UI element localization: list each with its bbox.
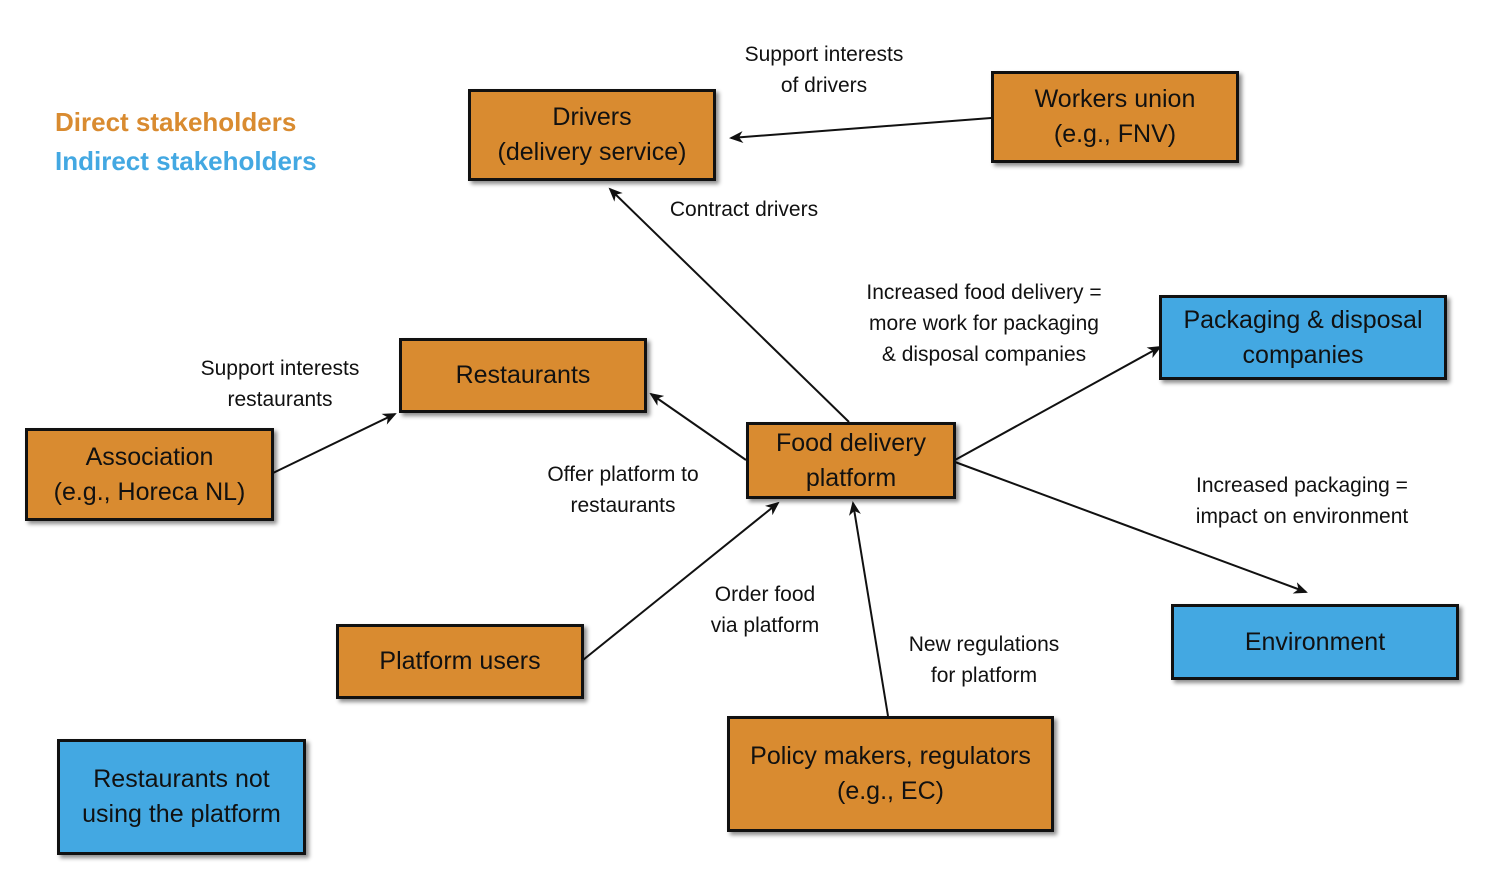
node-drivers: Drivers (delivery service) xyxy=(468,89,716,181)
edge-label-line: for platform xyxy=(930,664,1038,687)
node-environment: Environment xyxy=(1171,604,1459,680)
edge-label-line: & disposal companies xyxy=(881,343,1087,366)
edge-label-line: Offer platform to xyxy=(547,463,699,486)
edge-label-line: via platform xyxy=(710,614,820,637)
node-packaging-disposal: Packaging & disposal companies xyxy=(1159,295,1447,380)
edge-label-line: Contract drivers xyxy=(669,198,819,221)
edge-label-line: restaurants xyxy=(227,388,333,411)
node-restaurants-not-using: Restaurants not using the platform xyxy=(57,739,306,855)
node-packaging-line: Packaging & disposal xyxy=(1183,305,1423,334)
node-policy-makers: Policy makers, regulators (e.g., EC) xyxy=(727,716,1054,832)
edge-label-platform-to-environment: Increased packaging = impact on environm… xyxy=(1196,470,1408,532)
edge-label-policy-to-platform: New regulations for platform xyxy=(909,629,1060,691)
edge-label-line: Support interests xyxy=(200,357,360,380)
arrow-association-to-restaurants xyxy=(272,413,397,474)
edge-label-platform-to-packaging: Increased food delivery = more work for … xyxy=(866,277,1101,370)
node-packaging-line: companies xyxy=(1242,340,1364,369)
edge-label-line: Support interests xyxy=(744,43,904,66)
edge-label-line: more work for packaging xyxy=(869,312,1099,335)
node-association-line: (e.g., Horeca NL) xyxy=(53,477,246,506)
edge-label-line: New regulations xyxy=(908,633,1060,656)
arrow-union-to-drivers xyxy=(729,117,992,144)
edge-label-union-to-drivers: Support interests of drivers xyxy=(745,39,904,101)
edge-label-line: of drivers xyxy=(780,74,868,97)
legend-direct: Direct stakeholders xyxy=(55,107,297,137)
arrow-platform-to-packaging xyxy=(954,346,1162,461)
edge-label-line: restaurants xyxy=(570,494,676,517)
node-workers-union: Workers union (e.g., FNV) xyxy=(991,71,1239,163)
node-platform-line: platform xyxy=(805,463,897,492)
edge-label-contract-drivers: Contract drivers xyxy=(670,194,818,225)
node-drivers-line: (delivery service) xyxy=(497,138,687,166)
node-environment-line: Environment xyxy=(1244,627,1386,656)
node-association-line: Association xyxy=(85,442,214,471)
node-policy-makers-line: (e.g., EC) xyxy=(837,777,944,805)
arrow-platform-to-environment xyxy=(954,461,1308,594)
node-workers-union-line: (e.g., FNV) xyxy=(1053,120,1177,148)
arrow-platform-to-drivers xyxy=(608,187,850,423)
edge-label-platform-to-restaurants: Offer platform to restaurants xyxy=(547,459,698,521)
edge-label-association-to-restaurants: Support interests restaurants xyxy=(201,353,360,415)
node-restaurants: Restaurants xyxy=(399,338,647,413)
node-restaurants-not-line: using the platform xyxy=(82,800,281,828)
node-platform-users: Platform users xyxy=(336,624,584,699)
node-workers-union-line: Workers union xyxy=(1034,85,1196,113)
legend-indirect: Indirect stakeholders xyxy=(55,146,317,176)
node-drivers-line: Drivers xyxy=(552,103,632,131)
node-association: Association (e.g., Horeca NL) xyxy=(25,428,274,521)
node-restaurants-line: Restaurants xyxy=(455,361,591,389)
edge-label-users-to-platform: Order food via platform xyxy=(711,579,820,641)
node-food-delivery-platform: Food delivery platform xyxy=(746,422,956,499)
node-platform-users-line: Platform users xyxy=(379,647,541,675)
node-policy-makers-line: Policy makers, regulators xyxy=(750,742,1031,770)
arrow-platform-to-restaurants xyxy=(649,392,747,461)
arrow-policy-to-platform xyxy=(849,501,889,717)
edge-label-line: Order food xyxy=(714,583,816,606)
node-platform-line: Food delivery xyxy=(775,428,927,457)
node-restaurants-not-line: Restaurants not xyxy=(93,765,270,793)
edge-label-line: impact on environment xyxy=(1195,505,1409,528)
arrow-users-to-platform xyxy=(582,501,780,661)
edge-label-line: Increased food delivery = xyxy=(866,281,1102,304)
edge-label-line: Increased packaging = xyxy=(1196,474,1408,497)
